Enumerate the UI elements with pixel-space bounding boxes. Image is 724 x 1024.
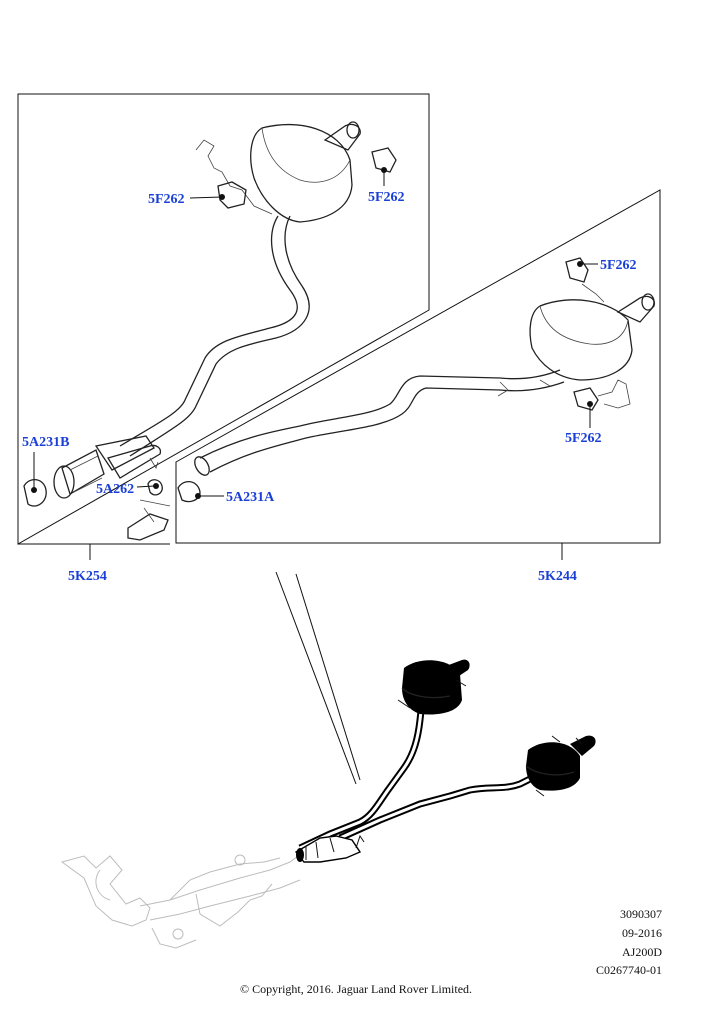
highlighted-rear-exhaust	[294, 659, 596, 863]
left-hanger-bracket-b	[371, 147, 397, 173]
drawing-model: AJ200D	[621, 945, 662, 959]
callout-right-5f262-b: 5F262	[565, 431, 602, 446]
drawing-code: 3090307	[620, 907, 662, 921]
right-hanger-bracket-a	[565, 257, 589, 283]
callout-left-5a231b: 5A231B	[22, 435, 69, 450]
left-front-joint	[53, 435, 162, 499]
drawing-ref: C0267740-01	[596, 963, 662, 977]
right-panel: 5F262 5F262 5A231A 5K244	[175, 189, 661, 584]
copyright-notice: © Copyright, 2016. Jaguar Land Rover Lim…	[239, 982, 473, 996]
overview-assembly	[60, 571, 596, 949]
callout-left-5a262: 5A262	[96, 482, 134, 497]
right-rear-muffler	[529, 293, 655, 381]
callout-left-5f262-b: 5F262	[368, 190, 405, 205]
right-panel-frame	[175, 189, 661, 544]
panel-label-5k254: 5K254	[68, 569, 107, 584]
drawing-date: 09-2016	[622, 926, 662, 940]
left-isolator-5a262	[147, 479, 163, 496]
callout-left-5f262-a: 5F262	[148, 192, 185, 207]
left-panel: 5F262 5F262 5A231B 5A262 5K254	[17, 93, 430, 584]
left-rear-muffler	[250, 121, 361, 223]
panel-label-5k244: 5K244	[538, 569, 577, 584]
right-clamp-5a231a	[177, 481, 201, 503]
right-hanger-bracket-b	[573, 387, 599, 411]
ghost-front-exhaust	[60, 854, 301, 949]
callout-right-5a231a: 5A231A	[226, 490, 275, 505]
left-hanger-bracket-a	[217, 181, 247, 209]
left-panel-frame	[17, 93, 430, 545]
left-heatshield-bracket	[127, 513, 169, 541]
callout-right-5f262-a: 5F262	[600, 258, 637, 273]
left-clamp-5a231b	[23, 479, 47, 507]
